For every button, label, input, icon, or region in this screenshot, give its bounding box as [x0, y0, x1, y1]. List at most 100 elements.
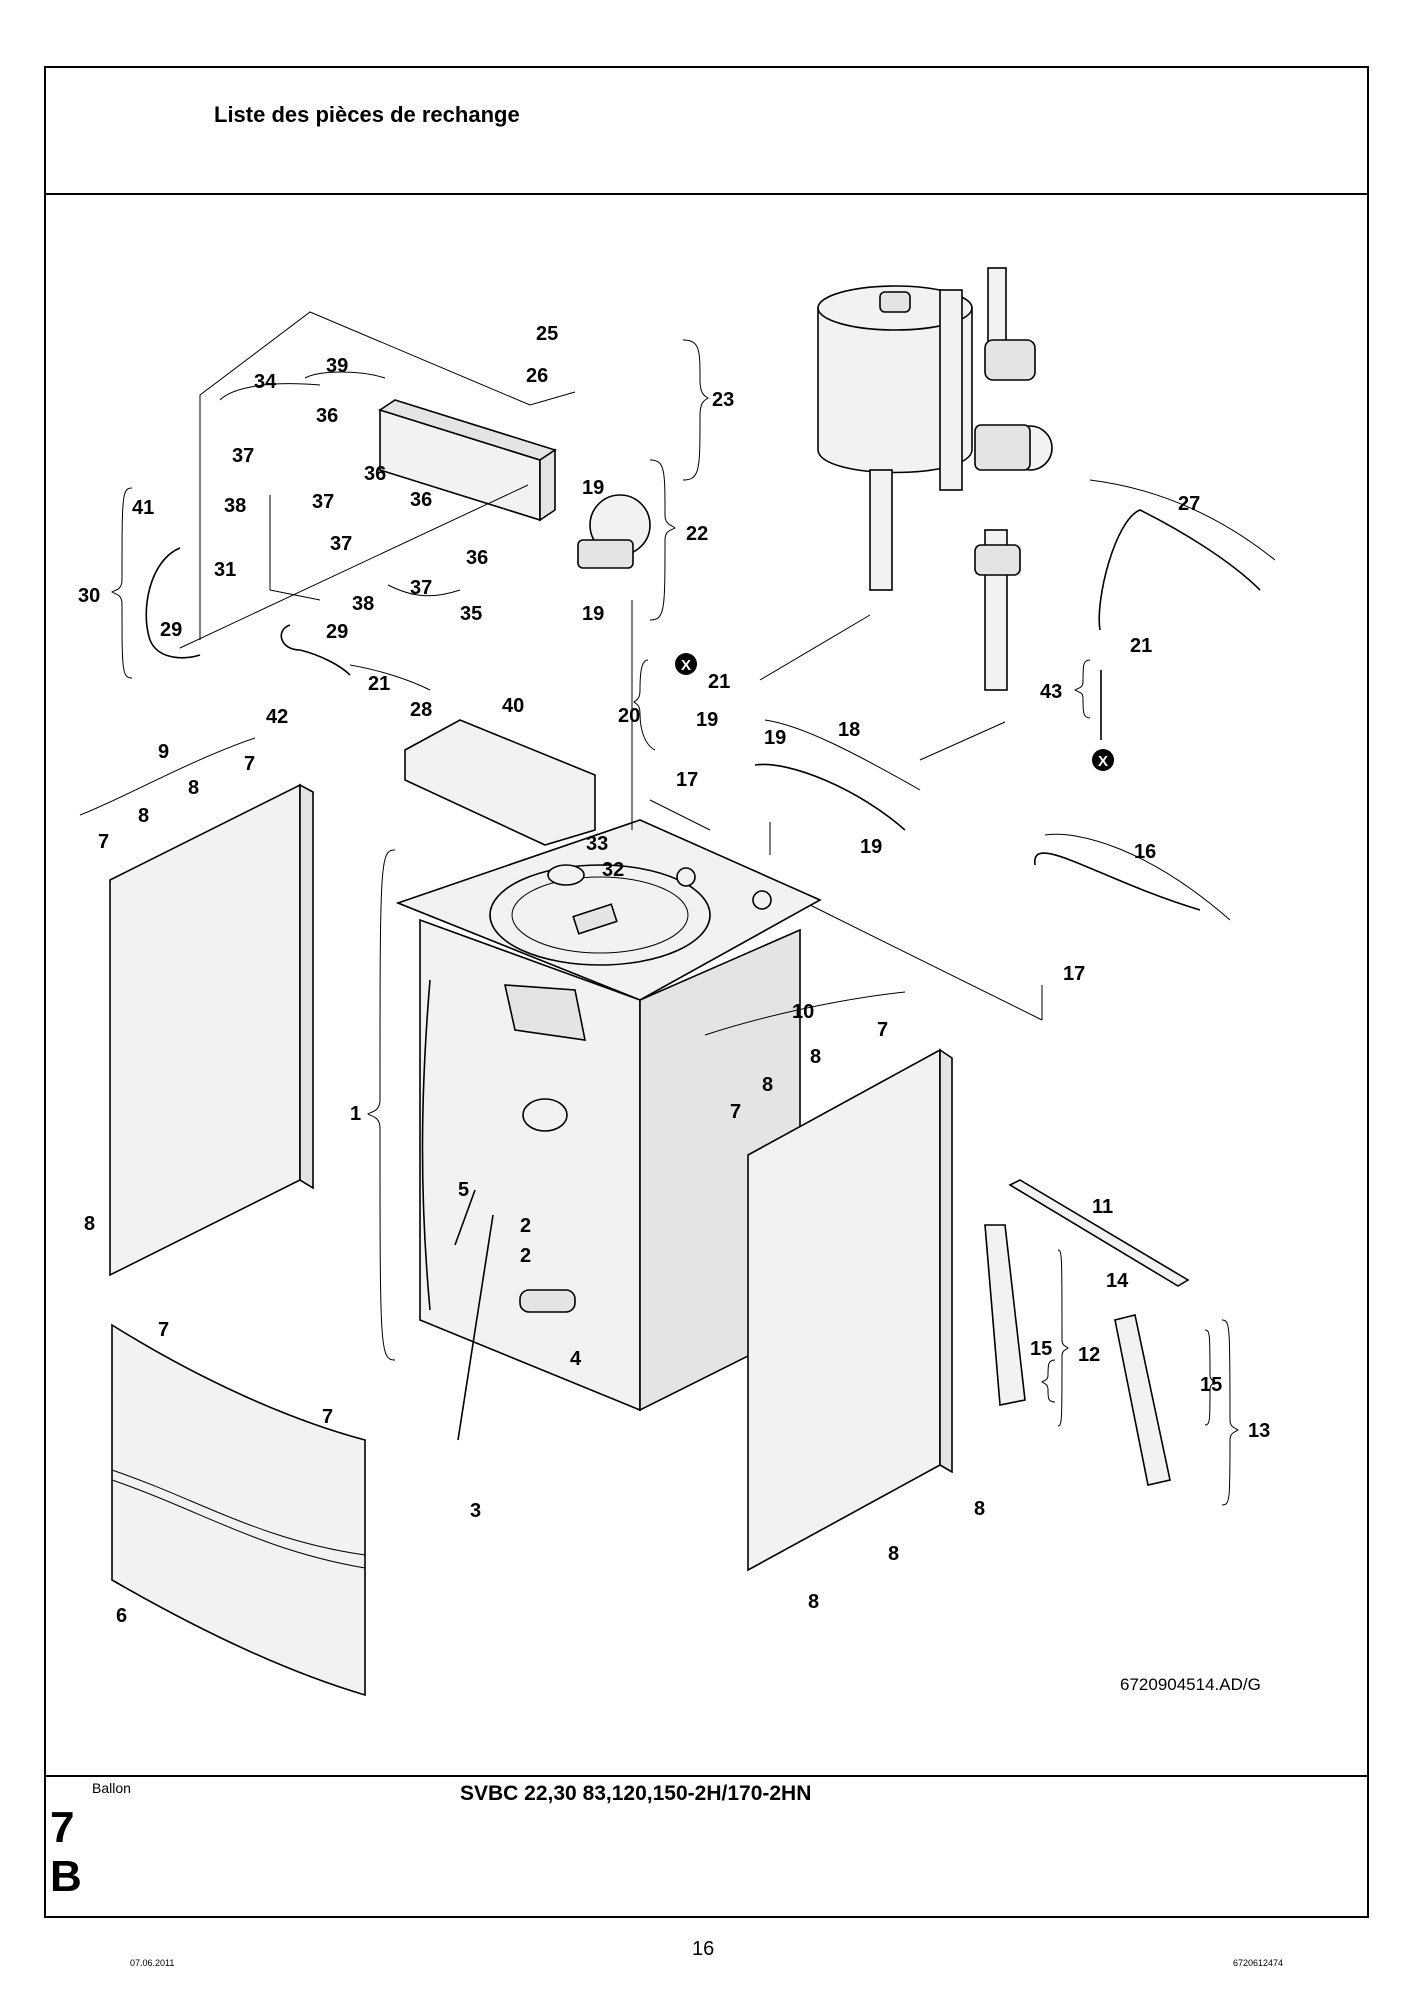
- circulator-pump: [577, 494, 651, 569]
- callout-7b: 7: [244, 753, 255, 775]
- page-title: Liste des pièces de rechange: [214, 102, 520, 127]
- connection-marker-x-1: X: [675, 653, 697, 675]
- mounting-brackets: [984, 1224, 1171, 1486]
- header-separator: [44, 193, 1369, 195]
- callout-16: 16: [1134, 841, 1156, 863]
- callout-19c: 19: [696, 709, 718, 731]
- insulation-piece: [404, 719, 596, 846]
- callout-36b: 36: [364, 463, 386, 485]
- callout-7e: 7: [730, 1101, 741, 1123]
- callout-25: 25: [536, 323, 558, 345]
- callout-30: 30: [78, 585, 100, 607]
- callout-7c: 7: [158, 1319, 169, 1341]
- plate-heat-exchanger: [378, 399, 557, 522]
- callout-41: 41: [132, 497, 154, 519]
- callout-8e: 8: [810, 1046, 821, 1068]
- callout-37b: 37: [312, 491, 334, 513]
- callout-39: 39: [326, 355, 348, 377]
- callout-36d: 36: [466, 547, 488, 569]
- callout-28: 28: [410, 699, 432, 721]
- callout-33: 33: [586, 833, 608, 855]
- callout-12: 12: [1078, 1344, 1100, 1366]
- document-number: 6720612474: [1233, 1958, 1284, 1968]
- right-side-panel: [747, 1048, 953, 1572]
- callout-7d: 7: [322, 1406, 333, 1428]
- callout-34: 34: [254, 371, 277, 393]
- callout-19d: 19: [764, 727, 786, 749]
- callout-21b: 21: [1130, 635, 1152, 657]
- callout-21a: 21: [708, 671, 730, 693]
- callout-31: 31: [214, 559, 236, 581]
- callout-8b: 8: [188, 777, 199, 799]
- footer-category: Ballon: [92, 1780, 131, 1796]
- expansion-vessel: [817, 285, 973, 591]
- callout-23: 23: [712, 389, 734, 411]
- callout-19b: 19: [582, 603, 604, 625]
- section-number: 7: [50, 1803, 75, 1852]
- callout-17b: 17: [1063, 963, 1085, 985]
- callout-labels: 1 2 2 3 4 5 6 7 7 7 7 7 7 8 8 8 8 8 8 8 …: [78, 323, 1270, 1627]
- callout-3: 3: [470, 1500, 481, 1522]
- page-frame: [44, 66, 1369, 1918]
- callout-36c: 36: [410, 489, 432, 511]
- callout-21c: 21: [368, 673, 390, 695]
- guide-lines: [179, 311, 1043, 1021]
- print-date: 07.06.2011: [130, 1958, 175, 1968]
- callout-7a: 7: [98, 831, 109, 853]
- callout-10: 10: [792, 1001, 814, 1023]
- footer-model: SVBC 22,30 83,120,150-2H/170-2HN: [460, 1782, 812, 1805]
- callout-6: 6: [116, 1605, 127, 1627]
- front-panel: [111, 1323, 366, 1697]
- callout-8d: 8: [762, 1074, 773, 1096]
- callout-8a: 8: [138, 805, 149, 827]
- callout-8f: 8: [974, 1498, 985, 1520]
- callout-11: 11: [1092, 1196, 1113, 1218]
- callout-9: 9: [158, 741, 169, 763]
- callout-15a: 15: [1030, 1338, 1052, 1360]
- callout-32: 32: [602, 859, 624, 881]
- callout-37d: 37: [410, 577, 432, 599]
- callout-18: 18: [838, 719, 860, 741]
- callout-17a: 17: [676, 769, 698, 791]
- callout-22: 22: [686, 523, 708, 545]
- svg-text:X: X: [1098, 753, 1108, 770]
- left-side-panel: [109, 783, 314, 1277]
- callout-2b: 2: [520, 1245, 531, 1267]
- callout-8g: 8: [888, 1543, 899, 1565]
- callout-13: 13: [1248, 1420, 1270, 1442]
- callout-43: 43: [1040, 681, 1062, 703]
- callout-8h: 8: [808, 1591, 819, 1613]
- pipework: [145, 509, 1261, 1441]
- callout-20: 20: [618, 705, 640, 727]
- callout-14: 14: [1106, 1270, 1129, 1292]
- callout-27: 27: [1178, 493, 1200, 515]
- callout-29b: 29: [326, 621, 348, 643]
- callout-38b: 38: [352, 593, 374, 615]
- footer-separator: [44, 1775, 1369, 1777]
- callout-5: 5: [458, 1179, 469, 1201]
- callout-15b: 15: [1200, 1374, 1222, 1396]
- page-number: 16: [692, 1938, 715, 1960]
- callout-37c: 37: [330, 533, 352, 555]
- callout-40: 40: [502, 695, 524, 717]
- callout-1: 1: [350, 1103, 361, 1125]
- callout-19e: 19: [860, 836, 882, 858]
- callout-2: 2: [520, 1215, 531, 1237]
- svg-text:X: X: [681, 657, 691, 674]
- callout-8c: 8: [84, 1213, 95, 1235]
- pump-assembly: [974, 267, 1053, 691]
- diagram-reference: 6720904514.AD/G: [1120, 1675, 1261, 1694]
- callout-26: 26: [526, 365, 548, 387]
- callout-38a: 38: [224, 495, 246, 517]
- callout-35: 35: [460, 603, 482, 625]
- callout-36a: 36: [316, 405, 338, 427]
- section-letter: B: [50, 1852, 82, 1901]
- mounting-rail: [1008, 1179, 1190, 1287]
- callout-42: 42: [266, 706, 288, 728]
- callout-19a: 19: [582, 477, 604, 499]
- callout-4: 4: [570, 1348, 582, 1370]
- callout-29a: 29: [160, 619, 182, 641]
- callout-7f: 7: [877, 1019, 888, 1041]
- callout-37a: 37: [232, 445, 254, 467]
